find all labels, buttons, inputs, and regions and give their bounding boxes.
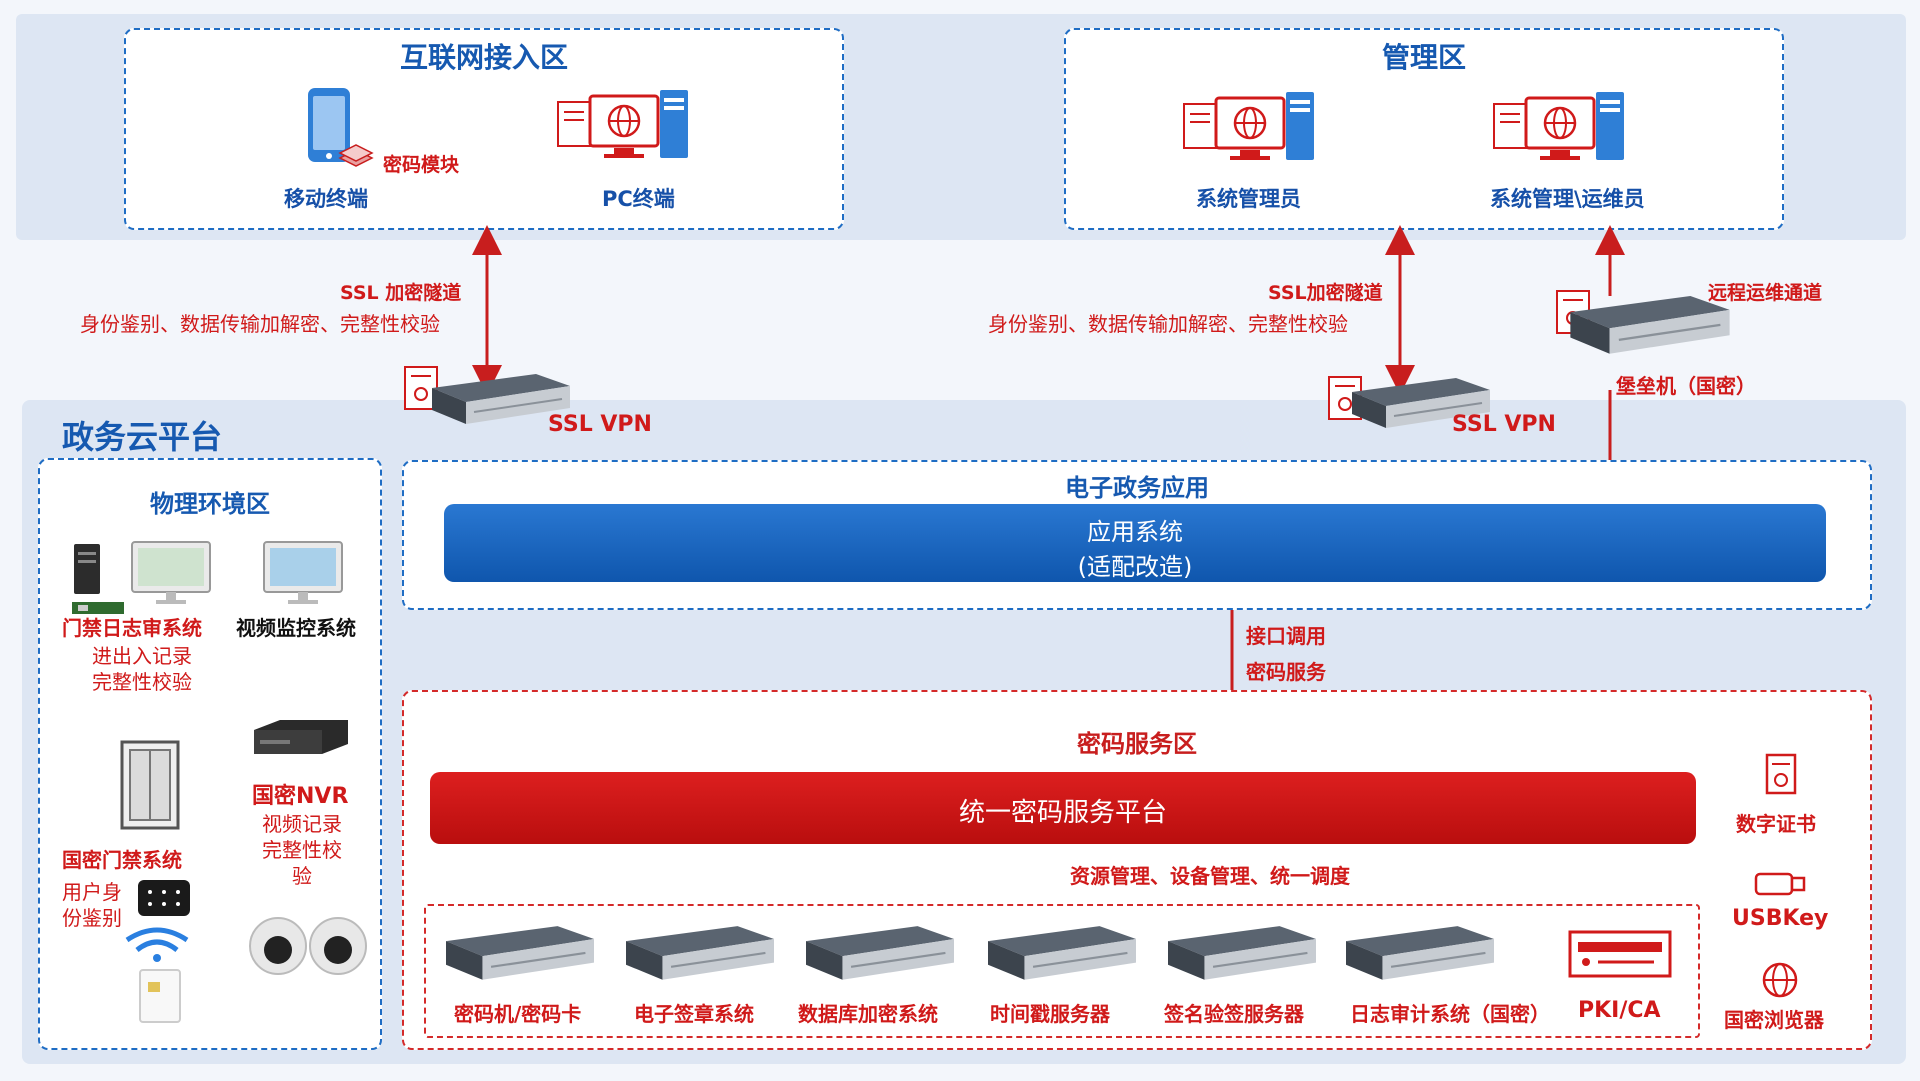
- interface-call-label: 接口调用: [1246, 624, 1326, 648]
- crypto-module-icon: [338, 144, 374, 167]
- crypto-zone-title: 密码服务区: [1077, 730, 1197, 758]
- server-tower-icon: [74, 544, 100, 594]
- ssl-vpn-left-label: SSL VPN: [548, 412, 652, 437]
- certificate-doc-icon: [404, 366, 438, 410]
- video-monitoring-label: 视频监控系统: [236, 616, 356, 640]
- right-tunnel-label: SSL加密隧道: [1268, 282, 1383, 304]
- crypto-server-label: 时间戳服务器: [990, 1002, 1110, 1026]
- camera-icon: [249, 917, 367, 975]
- unified-crypto-platform-label: 统一密码服务平台: [958, 798, 1167, 828]
- crypto-server-icon: [446, 926, 594, 980]
- crypto-server-icon: [626, 926, 774, 980]
- gm-browser-label: 国密浏览器: [1724, 1008, 1824, 1032]
- pc-terminal-label: PC终端: [602, 187, 675, 211]
- app-system-line2: (适配改造): [1077, 553, 1193, 581]
- crypto-server-icon: [1346, 926, 1494, 980]
- crypto-server-label: 日志审计系统（国密）: [1350, 1002, 1550, 1026]
- remote-ops-label: 远程运维通道: [1708, 282, 1823, 304]
- gov-cloud-title: 政务云平台: [62, 418, 223, 456]
- smart-card-icon: [139, 969, 181, 1023]
- crypto-service-label: 密码服务: [1246, 660, 1326, 684]
- mobile-phone-icon: [308, 88, 350, 162]
- nvr-desc-1: 视频记录: [262, 812, 342, 836]
- ssl-vpn-right-server-icon: [1352, 378, 1490, 428]
- keypad-icon: [138, 880, 190, 916]
- pc-terminal-icon: [557, 90, 688, 158]
- internet-access-zone: 互联网接入区: [124, 28, 844, 230]
- left-tunnel-desc: 身份鉴别、数据传输加解密、完整性校验: [80, 312, 440, 336]
- management-zone-title: 管理区: [1381, 41, 1466, 74]
- access-control-desc-1: 用户身: [62, 880, 122, 904]
- circuit-board-icon: [72, 602, 124, 614]
- access-log-desc-2: 完整性校验: [92, 670, 192, 694]
- digital-certificate-label: 数字证书: [1736, 812, 1816, 836]
- door-icon: [120, 740, 180, 830]
- crypto-server-label: 数据库加密系统: [798, 1002, 938, 1026]
- physical-zone-title: 物理环境区: [150, 490, 270, 518]
- resource-mgmt-label: 资源管理、设备管理、统一调度: [1070, 864, 1350, 888]
- nvr-label: 国密NVR: [252, 784, 349, 809]
- left-tunnel-label: SSL 加密隧道: [340, 282, 462, 304]
- internet-zone-title: 互联网接入区: [399, 41, 568, 74]
- crypto-server-label: 签名验签服务器: [1164, 1002, 1304, 1026]
- video-monitor-icon: [263, 541, 343, 604]
- bastion-label: 堡垒机（国密）: [1616, 374, 1756, 398]
- app-system-line1: 应用系统: [1087, 518, 1183, 546]
- access-log-desc-1: 进出入记录: [92, 644, 192, 668]
- ops-label: 系统管理\运维员: [1490, 187, 1645, 211]
- ssl-vpn-right-label: SSL VPN: [1452, 412, 1556, 437]
- mobile-terminal-label: 移动终端: [284, 187, 368, 211]
- access-control-label: 国密门禁系统: [62, 848, 182, 872]
- digital-certificate-icon: [1765, 753, 1797, 795]
- crypto-module-label: 密码模块: [383, 154, 460, 176]
- access-log-system-label: 门禁日志审系统: [62, 616, 202, 640]
- browser-globe-icon: [1762, 962, 1798, 998]
- sysadmin-computer-icon: [1183, 92, 1314, 160]
- right-tunnel-desc: 身份鉴别、数据传输加解密、完整性校验: [988, 312, 1348, 336]
- crypto-server-icon: [1168, 926, 1316, 980]
- unified-crypto-platform-bar: 统一密码服务平台: [430, 772, 1696, 844]
- sysadmin-label: 系统管理员: [1196, 187, 1301, 211]
- crypto-server-label: 电子签章系统: [634, 1002, 754, 1026]
- wifi-icon: [125, 927, 189, 962]
- egov-zone-title: 电子政务应用: [1065, 474, 1209, 502]
- crypto-server-icon: [988, 926, 1136, 980]
- pki-ca-icon: [1568, 930, 1672, 978]
- monitor-icon: [131, 541, 211, 604]
- crypto-server-icon: [806, 926, 954, 980]
- nvr-desc-3: 验: [292, 864, 312, 888]
- usbkey-icon: [1754, 872, 1806, 896]
- crypto-server-label: 密码机/密码卡: [454, 1002, 582, 1026]
- application-system-bar: 应用系统 (适配改造): [444, 504, 1826, 582]
- bastion-server-icon: [1570, 296, 1730, 354]
- usbkey-label: USBKey: [1732, 906, 1829, 931]
- access-control-desc-2: 份鉴别: [62, 906, 122, 930]
- nvr-device-icon: [254, 720, 348, 754]
- ops-computer-icon: [1493, 92, 1624, 160]
- nvr-desc-2: 完整性校: [262, 838, 342, 862]
- pki-ca-label: PKI/CA: [1578, 998, 1661, 1023]
- ssl-vpn-left-server-icon: [432, 374, 570, 424]
